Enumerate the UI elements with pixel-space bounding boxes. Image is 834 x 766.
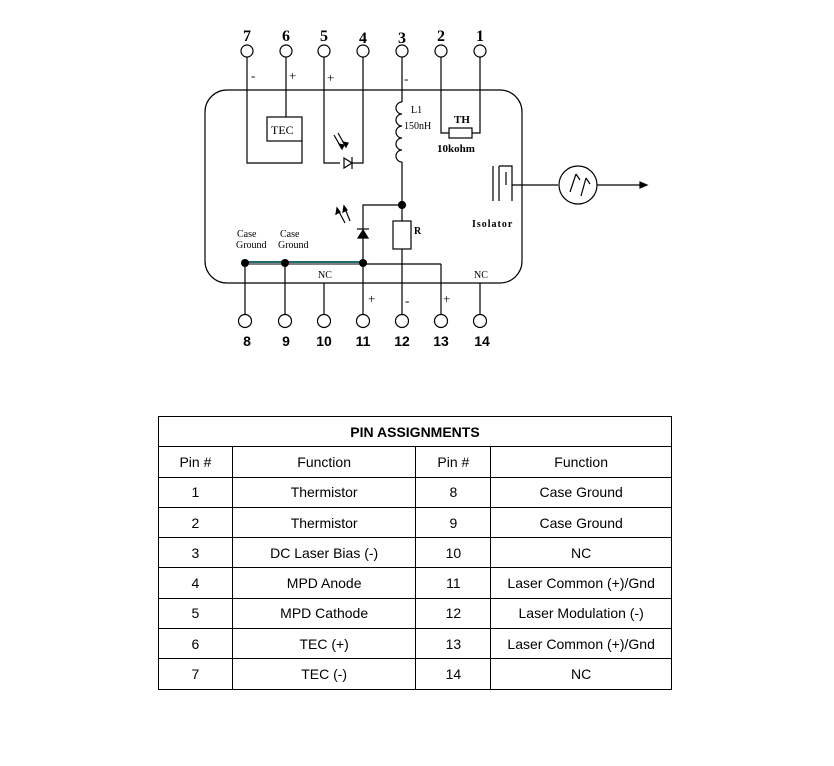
inductor-l1	[395, 101, 403, 163]
table-row: 1 Thermistor 8 Case Ground	[158, 476, 672, 508]
pin-1-label: 1	[476, 28, 484, 45]
pin-9-label: 9	[282, 333, 290, 349]
column-header: Pin #	[415, 446, 492, 478]
isolator	[492, 165, 649, 205]
table-cell: 3	[158, 537, 233, 569]
pin-5-label: 5	[320, 28, 328, 45]
pin-assignments-table: PIN ASSIGNMENTS Pin # Function Pin # Fun…	[158, 415, 672, 690]
table-cell: 14	[415, 658, 492, 690]
table-cell: Laser Modulation (-)	[490, 597, 672, 630]
case-ground-9-ground: Ground	[278, 240, 309, 251]
case-ground-bus	[241, 259, 441, 267]
table-cell: 4	[158, 567, 233, 599]
tec-block	[266, 116, 303, 142]
isolator-label: Isolator	[472, 219, 513, 230]
pin-4-label: 4	[359, 30, 367, 47]
polarity-pin-3: -	[404, 71, 408, 86]
nc-label-14: NC	[474, 270, 488, 281]
table-cell: 2	[158, 506, 233, 539]
table-cell: DC Laser Bias (-)	[231, 537, 417, 569]
table-cell: TEC (+)	[231, 628, 417, 660]
table-title: PIN ASSIGNMENTS	[158, 415, 672, 448]
table-row: 5 MPD Cathode 12 Laser Modulation (-)	[158, 597, 672, 630]
table-row: 3 DC Laser Bias (-) 10 NC	[158, 537, 672, 569]
table-cell: MPD Cathode	[231, 597, 417, 630]
table-cell: 1	[158, 476, 233, 508]
pin-3-label: 3	[398, 30, 406, 47]
table-cell: NC	[490, 537, 672, 569]
column-header: Pin #	[158, 446, 233, 478]
table-cell: 8	[415, 476, 492, 508]
table-cell: 13	[415, 628, 492, 660]
table-row: 2 Thermistor 9 Case Ground	[158, 506, 672, 539]
table-cell: Laser Common (+)/Gnd	[490, 567, 672, 599]
column-header: Function	[490, 446, 672, 478]
bottom-pin-stems	[237, 263, 488, 329]
table-cell: 10	[415, 537, 492, 569]
table-cell: 11	[415, 567, 492, 599]
pin-6-label: 6	[282, 28, 290, 45]
laser-diode	[335, 204, 370, 264]
table-cell: MPD Anode	[231, 567, 417, 599]
tec-label: TEC	[271, 123, 294, 137]
table-row: 7 TEC (-) 14 NC	[158, 658, 672, 690]
inductor-value: 150nH	[404, 121, 431, 132]
nc-label-10: NC	[318, 270, 332, 281]
pin-14-label: 14	[474, 333, 490, 349]
thermistor	[448, 127, 473, 139]
table-cell: TEC (-)	[231, 658, 417, 690]
table-cell: Case Ground	[490, 476, 672, 508]
pin-13-label: 13	[433, 333, 449, 349]
thermistor-name: TH	[454, 114, 470, 126]
table-row: 4 MPD Anode 11 Laser Common (+)/Gnd	[158, 567, 672, 599]
pin-11-label: 11	[356, 333, 371, 349]
resistor-label: R	[414, 226, 422, 237]
case-ground-8-ground: Ground	[236, 240, 267, 251]
pin-7-label: 7	[243, 28, 251, 45]
polarity-pin-11: +	[368, 291, 375, 306]
table-cell: 12	[415, 597, 492, 630]
table-row: 6 TEC (+) 13 Laser Common (+)/Gnd	[158, 628, 672, 660]
table-cell: 6	[158, 628, 233, 660]
case-ground-8-case: Case	[237, 229, 257, 240]
resistor-r	[392, 220, 412, 250]
case-ground-9-case: Case	[280, 229, 300, 240]
column-header: Function	[231, 446, 417, 478]
inductor-name: L1	[411, 105, 422, 116]
pin-12-label: 12	[394, 333, 410, 349]
pin-10-label: 10	[316, 333, 332, 349]
table-cell: 9	[415, 506, 492, 539]
table-cell: Thermistor	[231, 506, 417, 539]
laser-module-schematic: 7 6 5 4 3 2 1 8 9 10 11 12 13 14 - + + -…	[204, 28, 649, 349]
polarity-pin-12: -	[405, 293, 409, 308]
thermistor-value: 10kohm	[437, 143, 475, 155]
pin-2-label: 2	[437, 28, 445, 45]
polarity-pin-13: +	[443, 291, 450, 306]
polarity-pin-6: +	[289, 68, 296, 83]
polarity-pin-5: +	[327, 70, 334, 85]
table-cell: 7	[158, 658, 233, 690]
table-cell: Laser Common (+)/Gnd	[490, 628, 672, 660]
pin-8-label: 8	[243, 333, 251, 349]
photodiode	[333, 132, 354, 170]
table-cell: Case Ground	[490, 506, 672, 539]
polarity-pin-7: -	[251, 68, 255, 83]
table-cell: NC	[490, 658, 672, 690]
table-header-row: Pin # Function Pin # Function	[158, 446, 672, 478]
table-cell: Thermistor	[231, 476, 417, 508]
table-cell: 5	[158, 597, 233, 630]
